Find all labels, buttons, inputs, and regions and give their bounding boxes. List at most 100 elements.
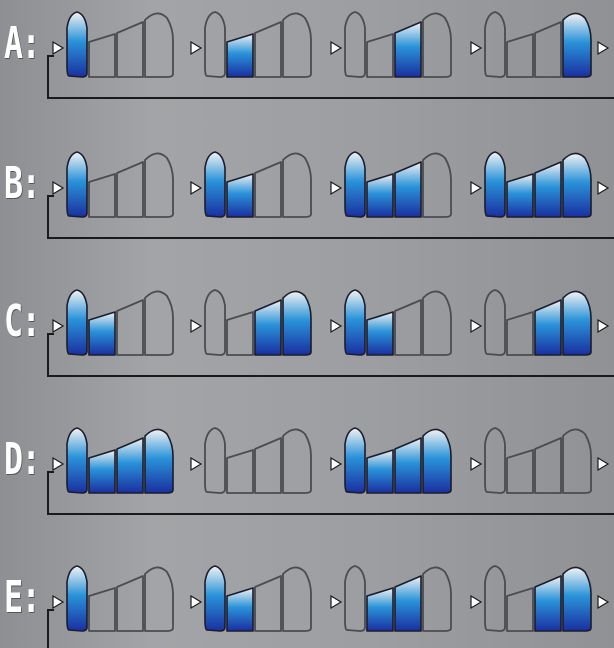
segment-lit <box>204 151 226 218</box>
step-arrow-icon <box>190 318 203 334</box>
led-unit <box>484 151 592 218</box>
segment-lit <box>534 299 562 356</box>
row-label: D: <box>4 434 41 485</box>
segment-lit <box>66 427 88 494</box>
step-arrow-icon <box>470 180 483 196</box>
segment-off <box>344 11 366 78</box>
segment-off <box>484 289 506 356</box>
segment-lit <box>394 21 422 78</box>
segment-lit <box>394 437 422 494</box>
segment-lit <box>116 437 144 494</box>
segment-off <box>534 437 562 494</box>
segment-lit <box>88 311 116 356</box>
led-unit <box>204 289 312 356</box>
segment-off <box>366 33 394 78</box>
segment-off <box>484 565 506 632</box>
segment-lit <box>534 161 562 218</box>
led-unit <box>204 427 312 494</box>
segment-off <box>116 161 144 218</box>
segment-off <box>116 575 144 632</box>
segment-off <box>506 449 534 494</box>
led-unit <box>484 289 592 356</box>
step-arrow-icon <box>330 318 343 334</box>
step-arrow-icon <box>330 40 343 56</box>
segment-lit <box>562 566 592 632</box>
segment-off <box>226 449 254 494</box>
segment-off <box>144 152 174 218</box>
segment-off <box>282 12 312 78</box>
led-unit <box>484 427 592 494</box>
step-arrow-icon <box>330 456 343 472</box>
segment-lit <box>394 575 422 632</box>
segment-lit <box>66 151 88 218</box>
segment-lit <box>344 151 366 218</box>
segment-lit <box>226 173 254 218</box>
segment-off <box>506 33 534 78</box>
row-label: E: <box>4 572 41 623</box>
led-unit <box>484 11 592 78</box>
step-arrow-icon <box>52 318 65 334</box>
row-label: C: <box>4 296 41 347</box>
step-arrow-icon <box>597 456 610 472</box>
segment-lit <box>88 449 116 494</box>
row-label: B: <box>4 158 41 209</box>
step-arrow-icon <box>597 318 610 334</box>
segment-off <box>204 11 226 78</box>
loop-connector <box>47 609 54 648</box>
led-unit <box>204 11 312 78</box>
segment-off <box>282 152 312 218</box>
segment-lit <box>66 565 88 632</box>
segment-off <box>254 161 282 218</box>
step-arrow-icon <box>52 456 65 472</box>
step-arrow-icon <box>52 40 65 56</box>
segment-off <box>226 311 254 356</box>
segment-lit <box>204 565 226 632</box>
segment-lit <box>144 428 174 494</box>
loop-connector <box>47 55 614 99</box>
segment-lit <box>484 151 506 218</box>
segment-lit <box>534 575 562 632</box>
led-unit <box>344 565 452 632</box>
segment-off <box>88 587 116 632</box>
segment-off <box>394 299 422 356</box>
loop-connector <box>47 471 614 515</box>
step-arrow-icon <box>597 180 610 196</box>
segment-off <box>204 289 226 356</box>
segment-lit <box>226 587 254 632</box>
segment-off <box>562 428 592 494</box>
segment-off <box>254 575 282 632</box>
step-arrow-icon <box>597 594 610 610</box>
segment-lit <box>562 12 592 78</box>
segment-lit <box>282 290 312 356</box>
step-arrow-icon <box>470 456 483 472</box>
segment-off <box>144 290 174 356</box>
segment-lit <box>344 289 366 356</box>
segment-lit <box>66 289 88 356</box>
segment-off <box>254 21 282 78</box>
led-unit <box>344 11 452 78</box>
led-unit <box>66 289 174 356</box>
led-unit <box>344 427 452 494</box>
segment-off <box>282 428 312 494</box>
segment-off <box>204 427 226 494</box>
led-unit <box>344 289 452 356</box>
led-unit <box>484 565 592 632</box>
segment-off <box>534 21 562 78</box>
segment-lit <box>254 299 282 356</box>
segment-off <box>88 33 116 78</box>
led-unit <box>66 565 174 632</box>
step-arrow-icon <box>597 40 610 56</box>
segment-off <box>144 566 174 632</box>
row-label: A: <box>4 18 41 69</box>
segment-lit <box>66 11 88 78</box>
segment-off <box>484 11 506 78</box>
step-arrow-icon <box>330 594 343 610</box>
led-unit <box>204 151 312 218</box>
step-arrow-icon <box>190 40 203 56</box>
segment-lit <box>506 173 534 218</box>
segment-lit <box>226 33 254 78</box>
segment-off <box>506 311 534 356</box>
segment-off <box>484 427 506 494</box>
segment-off <box>116 21 144 78</box>
led-unit <box>66 11 174 78</box>
